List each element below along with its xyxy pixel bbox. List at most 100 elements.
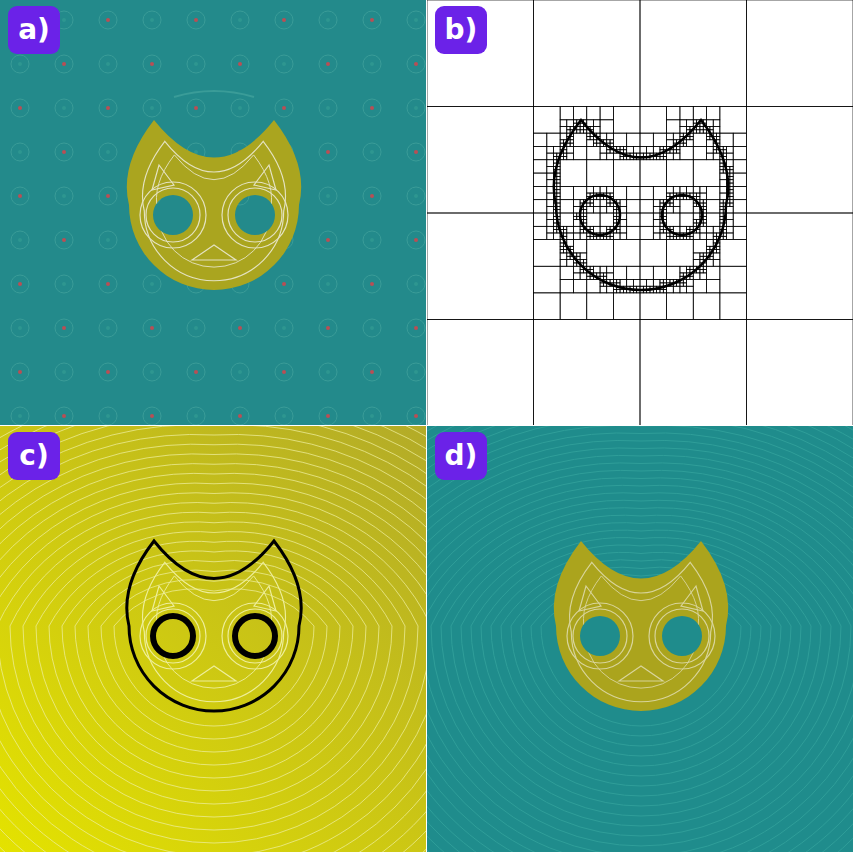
quadtree-cell bbox=[600, 186, 607, 193]
quadtree-cell bbox=[620, 220, 627, 227]
dot-mark bbox=[238, 18, 242, 22]
contour-line bbox=[579, 586, 703, 681]
quadtree-cell bbox=[560, 186, 573, 199]
quadtree-cell bbox=[627, 213, 640, 226]
contour-line bbox=[0, 426, 426, 852]
quadtree-cell bbox=[583, 213, 586, 216]
quadtree-cell bbox=[597, 273, 600, 276]
quadtree-cell bbox=[670, 203, 673, 206]
quadtree-cell bbox=[640, 280, 647, 287]
quadtree-cell bbox=[670, 236, 673, 239]
quadtree-cell bbox=[620, 233, 627, 240]
quadtree-cell bbox=[667, 153, 674, 160]
quadtree-cell bbox=[560, 243, 563, 246]
dot-mark bbox=[370, 106, 374, 110]
dot-mark bbox=[282, 18, 286, 22]
quadtree-cell bbox=[657, 290, 660, 293]
quadtree-cell bbox=[653, 146, 660, 153]
quadtree-cell bbox=[707, 260, 714, 267]
quadtree-cell bbox=[640, 293, 667, 320]
quadtree-cell bbox=[673, 206, 680, 213]
dot-mark bbox=[106, 150, 110, 154]
quadtree-cell bbox=[653, 233, 660, 240]
quadtree-cell bbox=[730, 166, 733, 169]
dot-mark bbox=[18, 414, 22, 418]
quadtree-cell bbox=[570, 140, 573, 143]
ring-mark bbox=[363, 99, 381, 117]
quadtree-cell bbox=[587, 133, 590, 136]
quadtree-cell bbox=[693, 186, 700, 193]
quadtree-cell bbox=[560, 126, 567, 133]
ring-mark bbox=[11, 187, 29, 205]
contour-line bbox=[427, 426, 853, 852]
contour-line bbox=[222, 603, 288, 669]
ring-mark bbox=[11, 319, 29, 337]
quadtree-cell bbox=[563, 150, 566, 153]
quadtree-cell bbox=[653, 133, 666, 146]
quadtree-cell bbox=[573, 240, 586, 253]
quadtree-cell bbox=[607, 236, 610, 239]
quadtree-cell bbox=[747, 213, 853, 320]
quadtree-cell bbox=[627, 200, 640, 213]
ring-mark bbox=[55, 275, 73, 293]
contour-line bbox=[427, 426, 853, 852]
quadtree-cell bbox=[560, 140, 563, 143]
quadtree-cell bbox=[567, 253, 570, 256]
quadtree-cell bbox=[627, 146, 634, 153]
quadtree-cell bbox=[730, 183, 733, 186]
quadtree-cell bbox=[534, 173, 547, 186]
contour-line bbox=[0, 426, 426, 852]
quadtree-cell bbox=[693, 133, 706, 146]
quadtree-cell bbox=[707, 226, 714, 233]
quadtree-cell bbox=[713, 233, 716, 236]
quadtree-cell bbox=[640, 213, 653, 226]
quadtree-cell bbox=[547, 233, 554, 240]
ring-mark bbox=[55, 231, 73, 249]
quadtree-cell bbox=[733, 173, 746, 186]
quadtree-cell bbox=[580, 253, 587, 260]
contour-line bbox=[427, 455, 853, 852]
ring-mark bbox=[187, 363, 205, 381]
quadtree-cell bbox=[673, 226, 680, 233]
quadtree-cell bbox=[560, 250, 563, 253]
quadtree-cell bbox=[580, 260, 583, 263]
dot-mark bbox=[106, 62, 110, 66]
dot-mark bbox=[62, 18, 66, 22]
quadtree-cell bbox=[720, 203, 723, 206]
quadtree-cell bbox=[547, 226, 554, 233]
quadtree-cell bbox=[587, 120, 594, 127]
quadtree-cell bbox=[680, 200, 693, 213]
quadtree-cell bbox=[667, 193, 670, 196]
contour-line bbox=[427, 470, 853, 852]
quadtree-cell bbox=[573, 146, 586, 159]
quadtree-cell bbox=[617, 290, 620, 293]
quadtree-cell bbox=[673, 186, 680, 193]
dot-mark bbox=[150, 282, 154, 286]
quadtree-cell bbox=[663, 280, 666, 283]
ring-mark bbox=[99, 407, 117, 425]
quadtree-cell bbox=[747, 107, 853, 214]
quadtree-cell bbox=[613, 280, 616, 283]
cat-shape bbox=[554, 541, 728, 711]
quadtree-cell bbox=[547, 133, 560, 146]
quadtree-cell bbox=[680, 226, 687, 233]
contour-line bbox=[427, 426, 853, 852]
quadtree-cell bbox=[600, 153, 607, 160]
quadtree-cell bbox=[607, 150, 610, 153]
dot-mark bbox=[370, 62, 374, 66]
ring-mark bbox=[99, 99, 117, 117]
dot-mark bbox=[106, 106, 110, 110]
quadtree-cell bbox=[603, 276, 606, 279]
ring-mark bbox=[187, 11, 205, 29]
quadtree-cell bbox=[563, 153, 566, 156]
quadtree-cell bbox=[707, 136, 710, 139]
quadtree-cell bbox=[673, 133, 680, 140]
contour-line bbox=[427, 426, 853, 852]
ring-mark bbox=[187, 319, 205, 337]
quadtree-cell bbox=[613, 186, 626, 199]
contour-line bbox=[140, 603, 206, 669]
contour-line bbox=[222, 182, 288, 248]
quadtree-cell bbox=[697, 193, 700, 196]
contour-line bbox=[0, 426, 426, 852]
quadtree-cell bbox=[563, 156, 566, 159]
